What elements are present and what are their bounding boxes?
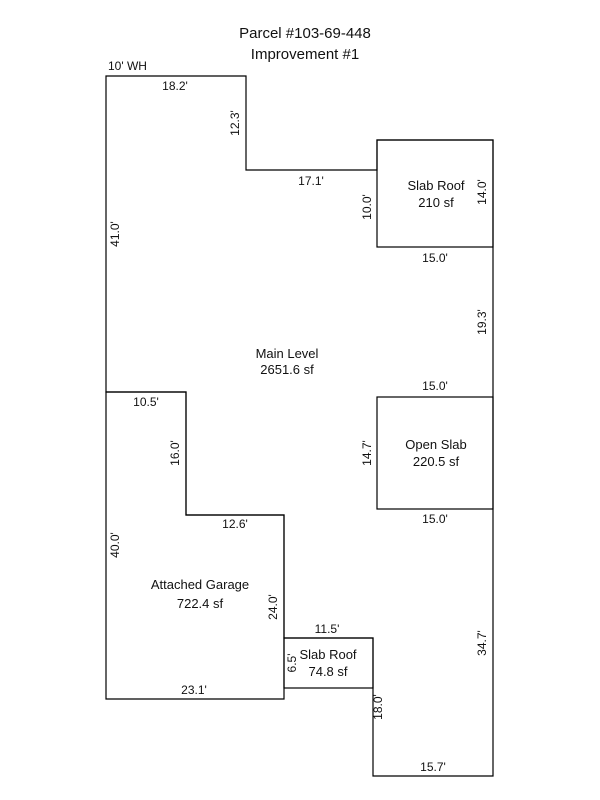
dimension-label: 15.7' bbox=[420, 760, 446, 774]
dimension-label: 12.6' bbox=[222, 517, 248, 531]
dimension-label: 15.0' bbox=[422, 379, 448, 393]
dimension-label: 11.5' bbox=[315, 622, 340, 636]
area-size-slab-roof: 210 sf bbox=[418, 195, 454, 210]
area-name-main-level: Main Level bbox=[256, 346, 319, 361]
dimension-label: 24.0' bbox=[266, 594, 280, 620]
dimension-label: 34.7' bbox=[475, 630, 489, 656]
slab-roof-outline bbox=[376, 139, 494, 248]
dimension-label: 14.0' bbox=[475, 179, 489, 205]
dimension-label: 17.1' bbox=[298, 174, 324, 188]
improvement-title: Improvement #1 bbox=[250, 46, 360, 63]
dimension-label: 18.2' bbox=[162, 79, 188, 93]
dimension-label: 15.0' bbox=[422, 512, 448, 526]
dimension-label: 6.5' bbox=[285, 654, 299, 673]
dimension-label: 19.3' bbox=[475, 309, 489, 335]
area-name-small-slab-roof: Slab Roof bbox=[299, 647, 356, 662]
dimension-label: 23.1' bbox=[181, 683, 207, 697]
dimension-label: 40.0' bbox=[108, 532, 122, 558]
area-size-open-slab: 220.5 sf bbox=[413, 454, 460, 469]
dimension-label: 18.0' bbox=[371, 694, 385, 720]
dimension-label: 10.0' bbox=[360, 194, 374, 220]
area-size-garage: 722.4 sf bbox=[177, 596, 224, 611]
dimension-label: 10.5' bbox=[133, 395, 159, 409]
open-slab-outline bbox=[376, 396, 494, 510]
area-name-slab-roof: Slab Roof bbox=[407, 178, 464, 193]
parcel-title: Parcel #103-69-448 bbox=[239, 25, 371, 42]
dimension-label: 16.0' bbox=[168, 440, 182, 466]
small-slab-roof-outline bbox=[283, 637, 374, 689]
dimension-label: 41.0' bbox=[108, 221, 122, 247]
area-size-small-slab-roof: 74.8 sf bbox=[308, 664, 347, 679]
dimension-label: 12.3' bbox=[228, 110, 242, 136]
garage-outline bbox=[105, 391, 285, 700]
area-size-main-level: 2651.6 sf bbox=[260, 362, 314, 377]
dimension-label: 14.7' bbox=[360, 440, 374, 466]
wall-height-note: 10' WH bbox=[108, 59, 147, 73]
dimension-label: 15.0' bbox=[422, 251, 448, 265]
area-name-garage: Attached Garage bbox=[151, 577, 249, 592]
area-name-open-slab: Open Slab bbox=[405, 437, 466, 452]
